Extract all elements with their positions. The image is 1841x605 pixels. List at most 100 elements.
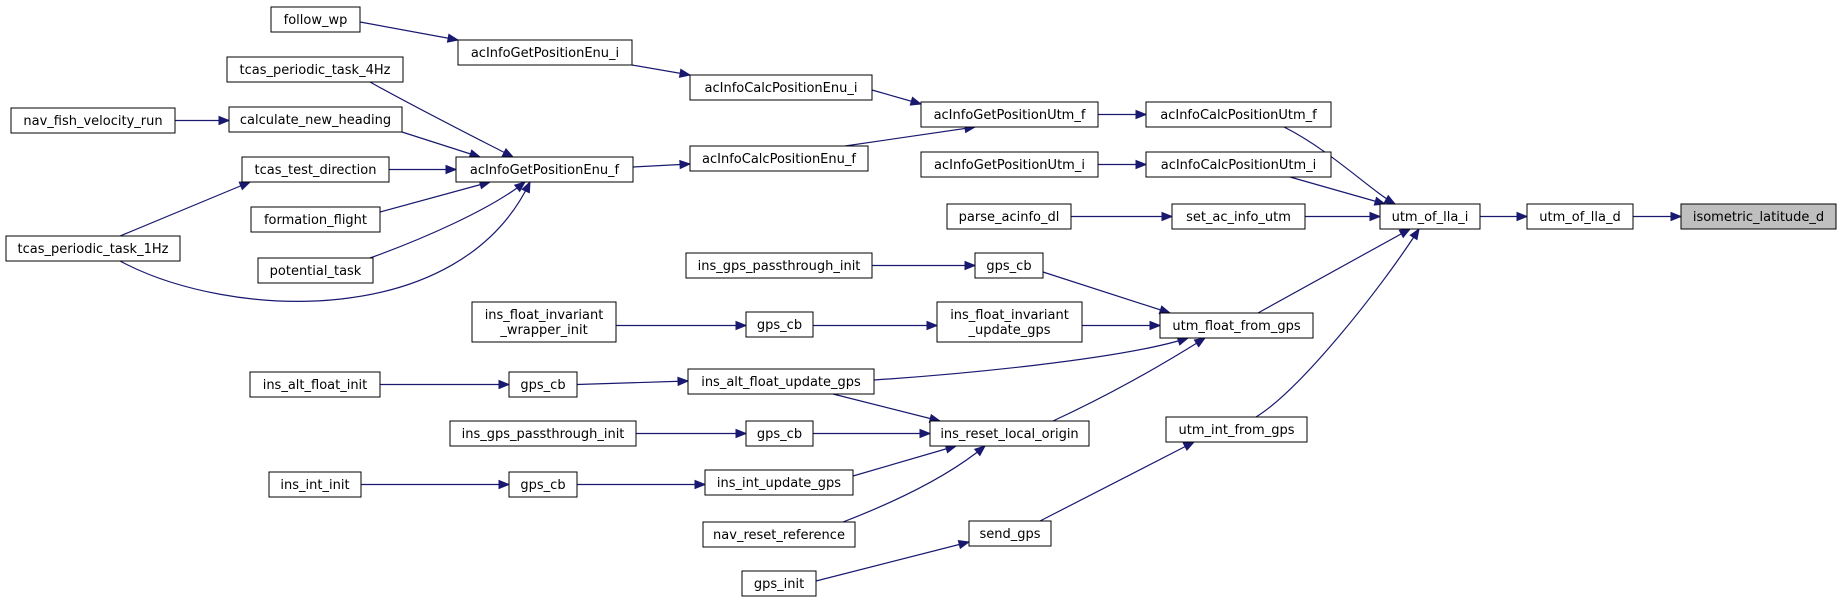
node-label: gps_cb — [520, 478, 565, 493]
edge-line — [852, 445, 957, 477]
node-box[interactable] — [455, 156, 634, 183]
node-box[interactable] — [508, 371, 578, 398]
node-utm_int_from_gps[interactable]: utm_int_from_gps — [1165, 416, 1308, 443]
node-gps_cb_a[interactable]: gps_cb — [974, 252, 1044, 279]
node-acInfoGetPositionUtm_i[interactable]: acInfoGetPositionUtm_i — [920, 151, 1099, 178]
node-box[interactable] — [946, 203, 1072, 230]
node-gps_cb_c[interactable]: gps_cb — [508, 371, 578, 398]
node-gps_cb_d[interactable]: gps_cb — [745, 420, 814, 447]
node-acInfoGetPositionEnu_i[interactable]: acInfoGetPositionEnu_i — [457, 39, 633, 66]
node-box[interactable] — [1159, 312, 1314, 339]
edge-line — [379, 181, 491, 213]
node-box[interactable] — [968, 520, 1052, 547]
node-box[interactable] — [228, 106, 403, 133]
node-follow_wp[interactable]: follow_wp — [270, 6, 361, 33]
node-gps_cb_e[interactable]: gps_cb — [508, 471, 578, 498]
node-acInfoCalcPositionEnu_i[interactable]: acInfoCalcPositionEnu_i — [689, 74, 873, 101]
node-box[interactable] — [508, 471, 578, 498]
node-ins_alt_float_init[interactable]: ins_alt_float_init — [249, 371, 381, 398]
node-send_gps[interactable]: send_gps — [968, 520, 1052, 547]
node-box[interactable] — [936, 301, 1083, 343]
node-ins_gps_passthrough_init_b[interactable]: ins_gps_passthrough_init — [449, 420, 637, 447]
node-parse_acinfo_dl[interactable]: parse_acinfo_dl — [946, 203, 1072, 230]
node-box[interactable] — [702, 521, 856, 548]
node-box[interactable] — [1145, 101, 1332, 128]
node-label: utm_of_lla_i — [1392, 210, 1469, 225]
node-ins_reset_local_origin[interactable]: ins_reset_local_origin — [929, 420, 1090, 447]
node-ins_int_update_gps[interactable]: ins_int_update_gps — [704, 469, 854, 496]
edge-ins_alt_float_update_gps-to-ins_reset_local_origin — [813, 428, 932, 439]
node-box[interactable] — [250, 206, 381, 233]
edge-tcas_periodic_task_4Hz-to-acInfoGetPositionEnu_f — [369, 81, 515, 158]
node-acInfoCalcPositionUtm_f[interactable]: acInfoCalcPositionUtm_f — [1145, 101, 1332, 128]
node-box[interactable] — [704, 469, 854, 496]
node-gps_cb_b[interactable]: gps_cb — [745, 311, 814, 338]
node-box[interactable] — [1171, 203, 1306, 230]
node-utm_of_lla_i[interactable]: utm_of_lla_i — [1379, 203, 1481, 230]
node-box[interactable] — [929, 420, 1090, 447]
node-box[interactable] — [1165, 416, 1308, 443]
arrow-head — [1149, 320, 1162, 331]
node-box[interactable] — [257, 257, 374, 284]
arrow-head — [218, 115, 231, 126]
node-gps_init[interactable]: gps_init — [741, 570, 817, 597]
node-box[interactable] — [745, 420, 814, 447]
node-acInfoCalcPositionEnu_f[interactable]: acInfoCalcPositionEnu_f — [689, 145, 869, 172]
node-acInfoCalcPositionUtm_i[interactable]: acInfoCalcPositionUtm_i — [1145, 151, 1332, 178]
edge-acInfoGetPositionUtm_f-to-acInfoCalcPositionUtm_f — [1098, 109, 1148, 120]
edge-nav_fish_velocity_run-to-calculate_new_heading — [175, 115, 231, 126]
node-isometric_latitude_d[interactable]: isometric_latitude_d — [1680, 203, 1837, 230]
node-ins_int_init[interactable]: ins_int_init — [268, 471, 362, 498]
node-box[interactable] — [471, 301, 617, 343]
node-box[interactable] — [1680, 203, 1837, 230]
node-box[interactable] — [920, 151, 1099, 178]
node-ins_float_invariant_wrapper_init[interactable]: ins_float_invariant_wrapper_init — [471, 301, 617, 343]
arrow-head — [677, 376, 690, 387]
node-box[interactable] — [920, 101, 1099, 128]
node-box[interactable] — [1526, 203, 1634, 230]
node-box[interactable] — [974, 252, 1044, 279]
node-box[interactable] — [689, 145, 869, 172]
node-box[interactable] — [10, 107, 176, 134]
node-acInfoGetPositionEnu_f[interactable]: acInfoGetPositionEnu_f — [455, 156, 634, 183]
node-utm_float_from_gps[interactable]: utm_float_from_gps — [1159, 312, 1314, 339]
node-box[interactable] — [226, 56, 404, 83]
node-nav_reset_reference[interactable]: nav_reset_reference — [702, 521, 856, 548]
node-box[interactable] — [741, 570, 817, 597]
node-tcas_periodic_task_1Hz[interactable]: tcas_periodic_task_1Hz — [5, 235, 181, 262]
node-tcas_test_direction[interactable]: tcas_test_direction — [241, 156, 390, 183]
node-box[interactable] — [687, 368, 875, 395]
edge-tcas_test_direction-to-acInfoGetPositionEnu_f — [389, 164, 458, 175]
edge-line — [1283, 126, 1396, 205]
node-box[interactable] — [270, 6, 361, 33]
node-box[interactable] — [5, 235, 181, 262]
node-label: _update_gps — [967, 323, 1050, 338]
node-label: tcas_periodic_task_1Hz — [18, 242, 169, 257]
node-box[interactable] — [1145, 151, 1332, 178]
node-box[interactable] — [449, 420, 637, 447]
node-box[interactable] — [685, 252, 873, 279]
node-label: ins_float_invariant — [485, 308, 604, 323]
node-ins_gps_passthrough_init_a[interactable]: ins_gps_passthrough_init — [685, 252, 873, 279]
edge-line — [1042, 271, 1171, 314]
node-acInfoGetPositionUtm_f[interactable]: acInfoGetPositionUtm_f — [920, 101, 1099, 128]
arrow-head — [1193, 337, 1207, 348]
node-box[interactable] — [241, 156, 390, 183]
node-box[interactable] — [1379, 203, 1481, 230]
node-calculate_new_heading[interactable]: calculate_new_heading — [228, 106, 403, 133]
node-label: gps_cb — [757, 427, 802, 442]
node-nav_fish_velocity_run[interactable]: nav_fish_velocity_run — [10, 107, 176, 134]
node-tcas_periodic_task_4Hz[interactable]: tcas_periodic_task_4Hz — [226, 56, 404, 83]
node-label: formation_flight — [264, 213, 367, 228]
node-box[interactable] — [268, 471, 362, 498]
node-potential_task[interactable]: potential_task — [257, 257, 374, 284]
node-box[interactable] — [745, 311, 814, 338]
node-ins_float_invariant_update_gps[interactable]: ins_float_invariant_update_gps — [936, 301, 1083, 343]
node-ins_alt_float_update_gps[interactable]: ins_alt_float_update_gps — [687, 368, 875, 395]
node-box[interactable] — [457, 39, 633, 66]
node-utm_of_lla_d[interactable]: utm_of_lla_d — [1526, 203, 1634, 230]
node-box[interactable] — [689, 74, 873, 101]
node-box[interactable] — [249, 371, 381, 398]
node-formation_flight[interactable]: formation_flight — [250, 206, 381, 233]
node-set_ac_info_utm[interactable]: set_ac_info_utm — [1171, 203, 1306, 230]
